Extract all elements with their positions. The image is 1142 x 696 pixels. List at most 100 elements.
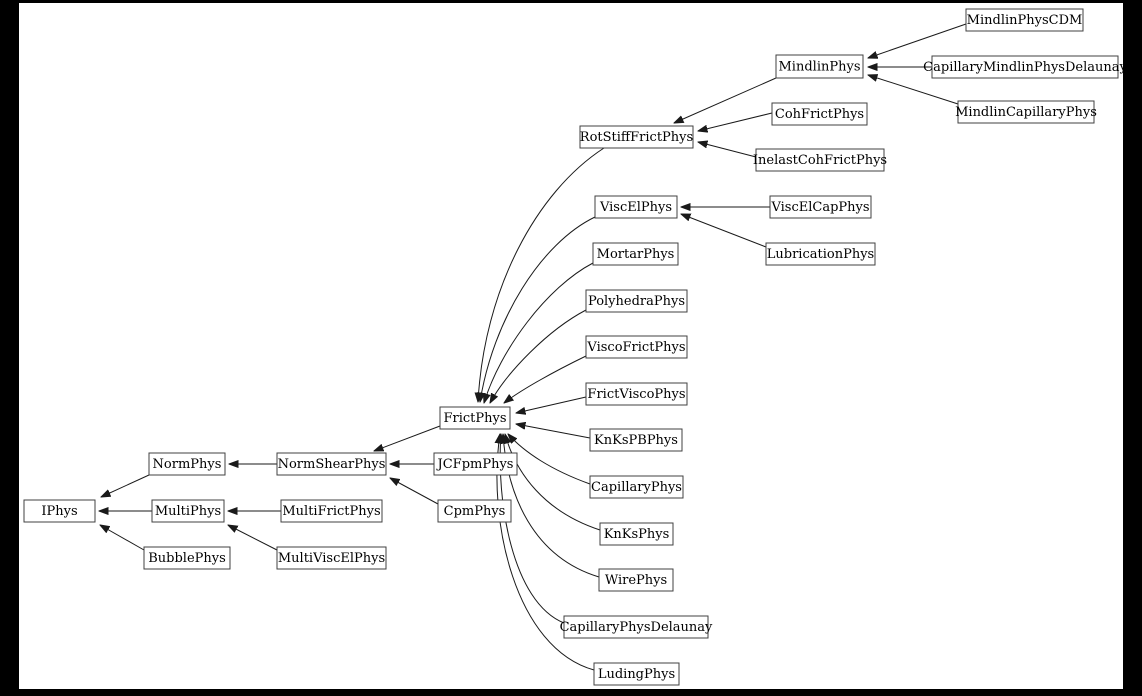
node-box — [755, 148, 885, 172]
edge-cohfrictphys-rotstifffrictphys — [698, 112, 773, 131]
node-box — [439, 406, 511, 430]
node-box — [771, 102, 868, 126]
node-box — [957, 100, 1095, 124]
node-wirephys[interactable]: WirePhys — [598, 568, 674, 592]
node-lubricationphys[interactable]: LubricationPhys — [765, 242, 876, 266]
edge-viscelphys-frictphys — [480, 216, 596, 402]
node-polyhedraphys[interactable]: PolyhedraPhys — [585, 289, 688, 313]
edge-mindlinphyscdm-mindlinphys — [868, 23, 967, 58]
node-label: InelastCohFrictPhys — [753, 153, 887, 168]
node-box — [148, 452, 226, 476]
node-multifrictphys[interactable]: MultiFrictPhys — [280, 499, 383, 523]
node-normshearphys[interactable]: NormShearPhys — [276, 452, 387, 476]
node-box — [765, 242, 876, 266]
node-jcfpmphys[interactable]: JCFpmPhys — [433, 452, 518, 476]
edge-capillaryphys-frictphys — [508, 434, 591, 485]
node-label: ViscElCapPhys — [770, 200, 869, 215]
node-label: MultiViscElPhys — [278, 551, 385, 566]
node-label: MultiFrictPhys — [282, 504, 380, 519]
edge-viscofrictphys-frictphys — [504, 355, 587, 403]
edge-knkspbphys-frictphys — [516, 424, 591, 439]
edge-knksphys-frictphys — [505, 434, 601, 531]
node-viscelcapphys[interactable]: ViscElCapPhys — [769, 195, 872, 219]
node-box — [585, 289, 688, 313]
node-label: ViscElPhys — [599, 200, 672, 215]
node-box — [563, 615, 709, 639]
edge-frictphys-normshearphys — [374, 425, 441, 451]
node-viscelphys[interactable]: ViscElPhys — [594, 195, 678, 219]
node-label: RotStiffFrictPhys — [580, 130, 693, 145]
node-frictviscophys[interactable]: FrictViscoPhys — [585, 382, 688, 406]
node-box — [280, 499, 383, 523]
node-multiphys[interactable]: MultiPhys — [151, 499, 225, 523]
node-box — [769, 195, 872, 219]
node-label: MortarPhys — [597, 247, 675, 262]
node-box — [23, 499, 96, 523]
node-label: FrictViscoPhys — [587, 387, 685, 402]
node-label: CapillaryMindlinPhysDelaunay — [923, 60, 1127, 75]
node-label: WirePhys — [605, 573, 667, 588]
node-box — [151, 499, 225, 523]
node-box — [585, 382, 688, 406]
node-box — [593, 662, 680, 686]
node-box — [931, 55, 1119, 79]
node-multiviscelphys[interactable]: MultiViscElPhys — [276, 546, 387, 570]
node-iphys[interactable]: IPhys — [23, 499, 96, 523]
node-box — [589, 475, 684, 499]
node-frictphys[interactable]: FrictPhys — [439, 406, 511, 430]
edge-lubricationphys-viscelphys — [681, 214, 767, 248]
node-box — [585, 335, 688, 359]
node-label: CpmPhys — [444, 504, 506, 519]
nodes-layer: IPhys NormPhys MultiPhys BubblePhys Norm… — [23, 8, 1127, 686]
node-capillarymindlinphysdelaunay[interactable]: CapillaryMindlinPhysDelaunay — [923, 55, 1127, 79]
edge-polyhedraphys-frictphys — [490, 309, 587, 403]
node-box — [589, 428, 683, 452]
node-mindlincapillaryphys[interactable]: MindlinCapillaryPhys — [955, 100, 1097, 124]
node-rotstifffrictphys[interactable]: RotStiffFrictPhys — [579, 125, 694, 149]
node-ludingphys[interactable]: LudingPhys — [593, 662, 680, 686]
node-box — [276, 546, 387, 570]
node-box — [579, 125, 694, 149]
node-capillaryphys[interactable]: CapillaryPhys — [589, 475, 684, 499]
edge-mindlinphys-rotstifffrictphys — [674, 77, 777, 123]
node-label: MindlinCapillaryPhys — [955, 105, 1097, 120]
edge-inelastcohfrictphys-rotstifffrictphys — [698, 142, 757, 158]
node-box — [599, 522, 674, 546]
node-mortarphys[interactable]: MortarPhys — [592, 242, 679, 266]
node-label: LubricationPhys — [767, 247, 874, 262]
node-label: BubblePhys — [148, 551, 226, 566]
node-cohfrictphys[interactable]: CohFrictPhys — [771, 102, 868, 126]
node-box — [594, 195, 678, 219]
edge-multiviscelphys-multiphys — [228, 525, 278, 551]
node-label: CohFrictPhys — [775, 107, 864, 122]
node-label: KnKsPhys — [604, 527, 670, 542]
edge-frictviscophys-frictphys — [516, 396, 587, 413]
edge-cpmphys-normshearphys — [390, 478, 439, 505]
node-label: FrictPhys — [443, 411, 506, 426]
node-cpmphys[interactable]: CpmPhys — [437, 499, 512, 523]
node-knksphys[interactable]: KnKsPhys — [599, 522, 674, 546]
node-mindlinphys[interactable]: MindlinPhys — [775, 54, 864, 79]
node-knkspbphys[interactable]: KnKsPBPhys — [589, 428, 683, 452]
node-label: NormShearPhys — [278, 457, 386, 472]
node-label: JCFpmPhys — [436, 457, 514, 472]
node-box — [598, 568, 674, 592]
node-viscofrictphys[interactable]: ViscoFrictPhys — [585, 335, 688, 359]
node-mindlinphyscdm[interactable]: MindlinPhysCDM — [965, 8, 1084, 32]
node-box — [143, 546, 231, 570]
node-bubblephys[interactable]: BubblePhys — [143, 546, 231, 570]
node-normphys[interactable]: NormPhys — [148, 452, 226, 476]
edge-normphys-iphys — [101, 474, 150, 497]
edge-rotstifffrictphys-frictphys — [478, 147, 605, 402]
node-label: KnKsPBPhys — [594, 433, 678, 448]
node-box — [437, 499, 512, 523]
node-label: ViscoFrictPhys — [586, 340, 685, 355]
node-label: MindlinPhys — [779, 60, 861, 75]
node-box — [592, 242, 679, 266]
node-capillaryphysdelaunay[interactable]: CapillaryPhysDelaunay — [560, 615, 713, 639]
node-box — [433, 452, 518, 476]
node-label: LudingPhys — [598, 667, 675, 682]
node-inelastcohfrictphys[interactable]: InelastCohFrictPhys — [753, 148, 887, 172]
